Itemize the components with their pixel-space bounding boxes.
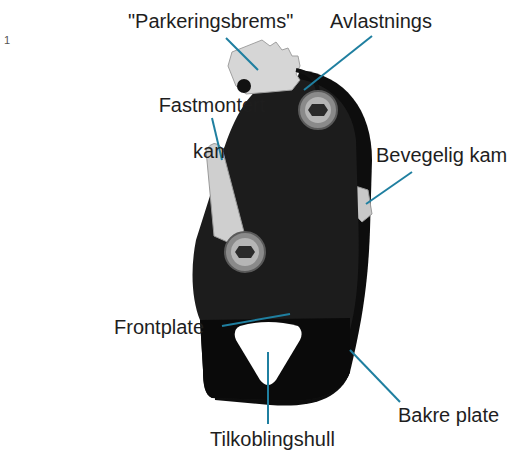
brake-pivot — [237, 79, 251, 93]
leader-line — [366, 172, 412, 204]
leader-line — [304, 36, 372, 90]
upper-screw — [299, 91, 337, 129]
part-label: "Parkeringsbrems" — [128, 10, 293, 33]
part-label: Bevegelig kam — [376, 144, 507, 167]
part-label: 1 — [4, 34, 10, 46]
plate-lower-band — [200, 318, 350, 401]
lower-screw — [225, 232, 265, 272]
leader-line — [226, 38, 258, 70]
part-label: Fastmontert kam — [142, 82, 282, 174]
part-label: Frontplate — [114, 316, 204, 339]
part-label: Bakre plate — [398, 404, 499, 427]
leader-line — [222, 314, 290, 326]
front-plate — [193, 78, 359, 401]
leader-line — [267, 352, 269, 424]
leader-line — [350, 350, 400, 402]
part-label: Tilkoblingshull — [210, 428, 335, 451]
parking-brake — [228, 40, 300, 94]
part-label: Avlastnings — [330, 10, 432, 33]
